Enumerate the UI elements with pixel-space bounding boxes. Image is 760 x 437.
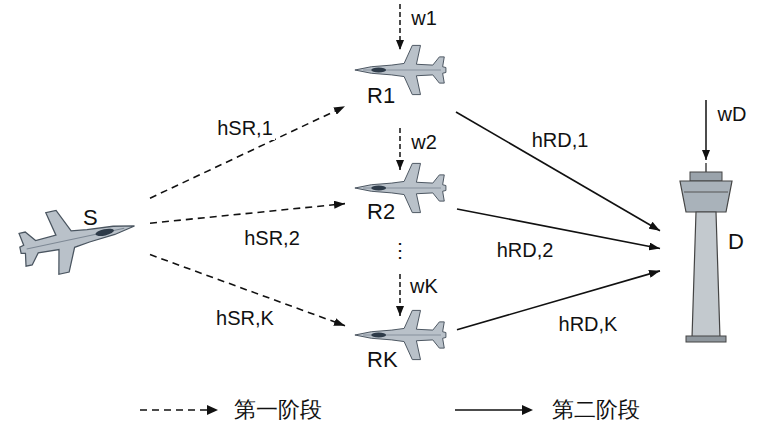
noise-label: wK bbox=[410, 275, 438, 298]
connector bbox=[150, 204, 345, 224]
legend-sample bbox=[455, 403, 537, 417]
connector bbox=[456, 112, 660, 231]
node-label: RK bbox=[367, 348, 398, 372]
node-label: D bbox=[728, 230, 744, 254]
noise-arrow bbox=[400, 274, 401, 316]
noise-arrow bbox=[400, 4, 401, 50]
noise-label: wD bbox=[718, 103, 747, 126]
noise-arrow bbox=[706, 100, 707, 160]
noise-arrow bbox=[400, 128, 401, 170]
connector bbox=[457, 209, 660, 249]
control-tower bbox=[680, 163, 732, 342]
node-label: S bbox=[83, 206, 98, 230]
legend-sample bbox=[140, 403, 222, 417]
vehicle-node: S bbox=[15, 188, 150, 272]
node-label: R2 bbox=[367, 200, 395, 224]
vehicle-node: RK bbox=[345, 318, 457, 374]
channel-label: hSR,1 bbox=[215, 117, 275, 140]
noise-label: w2 bbox=[411, 131, 437, 154]
channel-label: hSR,K bbox=[214, 307, 276, 330]
node-label: R1 bbox=[367, 84, 395, 108]
source-jet bbox=[14, 195, 141, 281]
noise-label: w1 bbox=[411, 7, 437, 30]
vehicle-node: R2 bbox=[345, 168, 457, 228]
noise-label: ⋮ bbox=[390, 239, 410, 262]
channel-label: hRD,2 bbox=[495, 239, 556, 262]
connector bbox=[150, 106, 345, 198]
channel-label: hSR,2 bbox=[242, 227, 302, 250]
channel-label: hRD,K bbox=[557, 313, 620, 336]
legend-text: 第一阶段 bbox=[234, 397, 322, 423]
vehicle-node: R1 bbox=[345, 48, 457, 112]
channel-label: hRD,1 bbox=[530, 129, 591, 152]
legend-text: 第二阶段 bbox=[552, 397, 640, 423]
vehicle-node: D bbox=[660, 170, 752, 345]
